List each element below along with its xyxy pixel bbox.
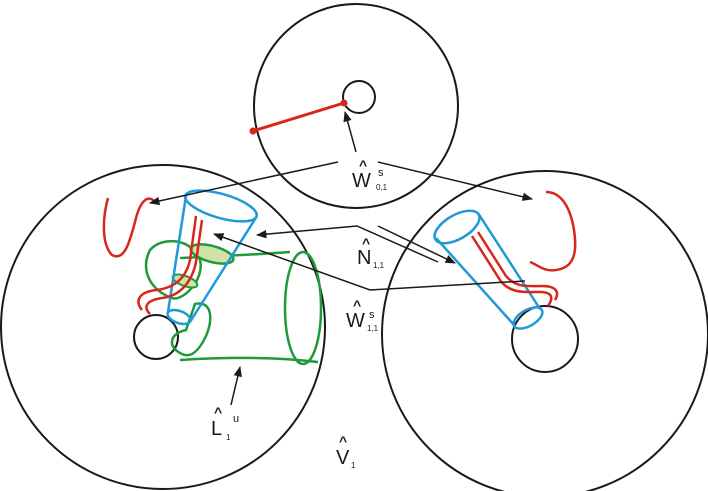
left-green-cone	[179, 250, 319, 364]
left-inner-hole	[133, 314, 179, 360]
svg-text:1,1: 1,1	[367, 324, 379, 333]
svg-text:0,1: 0,1	[376, 183, 388, 192]
svg-text:L: L	[211, 418, 222, 440]
svg-text:^: ^	[339, 433, 347, 449]
arrow-l1-to-cone	[230, 365, 242, 406]
left-blue-tube-side-left	[166, 195, 188, 313]
arrow-w01-to-top-hole	[343, 110, 357, 153]
right-inner-hole	[511, 305, 579, 373]
svg-text:s: s	[378, 167, 384, 179]
left-disk	[0, 164, 326, 490]
svg-text:s: s	[369, 309, 375, 321]
left-blue-tube-bottom	[166, 308, 192, 326]
right-blue-tube-bottom	[512, 306, 544, 330]
svg-text:^: ^	[214, 404, 222, 420]
label-l1: ^ L u 1	[211, 404, 239, 442]
label-n11: ^ N 1,1	[357, 235, 385, 270]
svg-text:V: V	[336, 447, 350, 469]
svg-text:1,1: 1,1	[373, 261, 385, 270]
svg-text:N: N	[357, 247, 371, 269]
label-v1: ^ V 1	[336, 433, 356, 470]
svg-text:1: 1	[226, 433, 231, 442]
left-red-strands	[137, 215, 204, 315]
right-disk	[381, 170, 708, 491]
top-red-endpoint-left	[249, 127, 257, 135]
top-disk	[253, 3, 459, 209]
left-red-boundary	[102, 197, 155, 258]
label-w11: ^ W s 1,1	[346, 297, 379, 333]
arrow-w01-to-left	[148, 161, 339, 206]
svg-text:u: u	[233, 413, 239, 425]
top-inner-hole	[342, 80, 376, 114]
arrow-w11-to-left	[213, 233, 526, 291]
svg-text:W: W	[346, 310, 365, 332]
svg-text:^: ^	[362, 235, 370, 251]
arrow-w01-to-right	[377, 161, 534, 201]
right-red-boundary	[529, 190, 577, 272]
svg-text:W: W	[352, 170, 371, 192]
left-blue-tube-top	[184, 189, 258, 223]
right-blue-tube-side-left	[435, 237, 516, 327]
svg-text:1: 1	[351, 461, 356, 470]
svg-text:^: ^	[353, 297, 361, 313]
label-w01: ^ W s 0,1	[352, 157, 388, 192]
left-blue-tube-side-right	[188, 215, 259, 323]
arrow-n11-to-right	[377, 225, 456, 264]
svg-text:^: ^	[359, 157, 367, 173]
top-red-endpoint-right	[340, 99, 348, 107]
arrow-n11-to-left	[255, 225, 439, 263]
left-green-cone-base	[283, 250, 323, 366]
top-red-arc	[252, 101, 345, 133]
